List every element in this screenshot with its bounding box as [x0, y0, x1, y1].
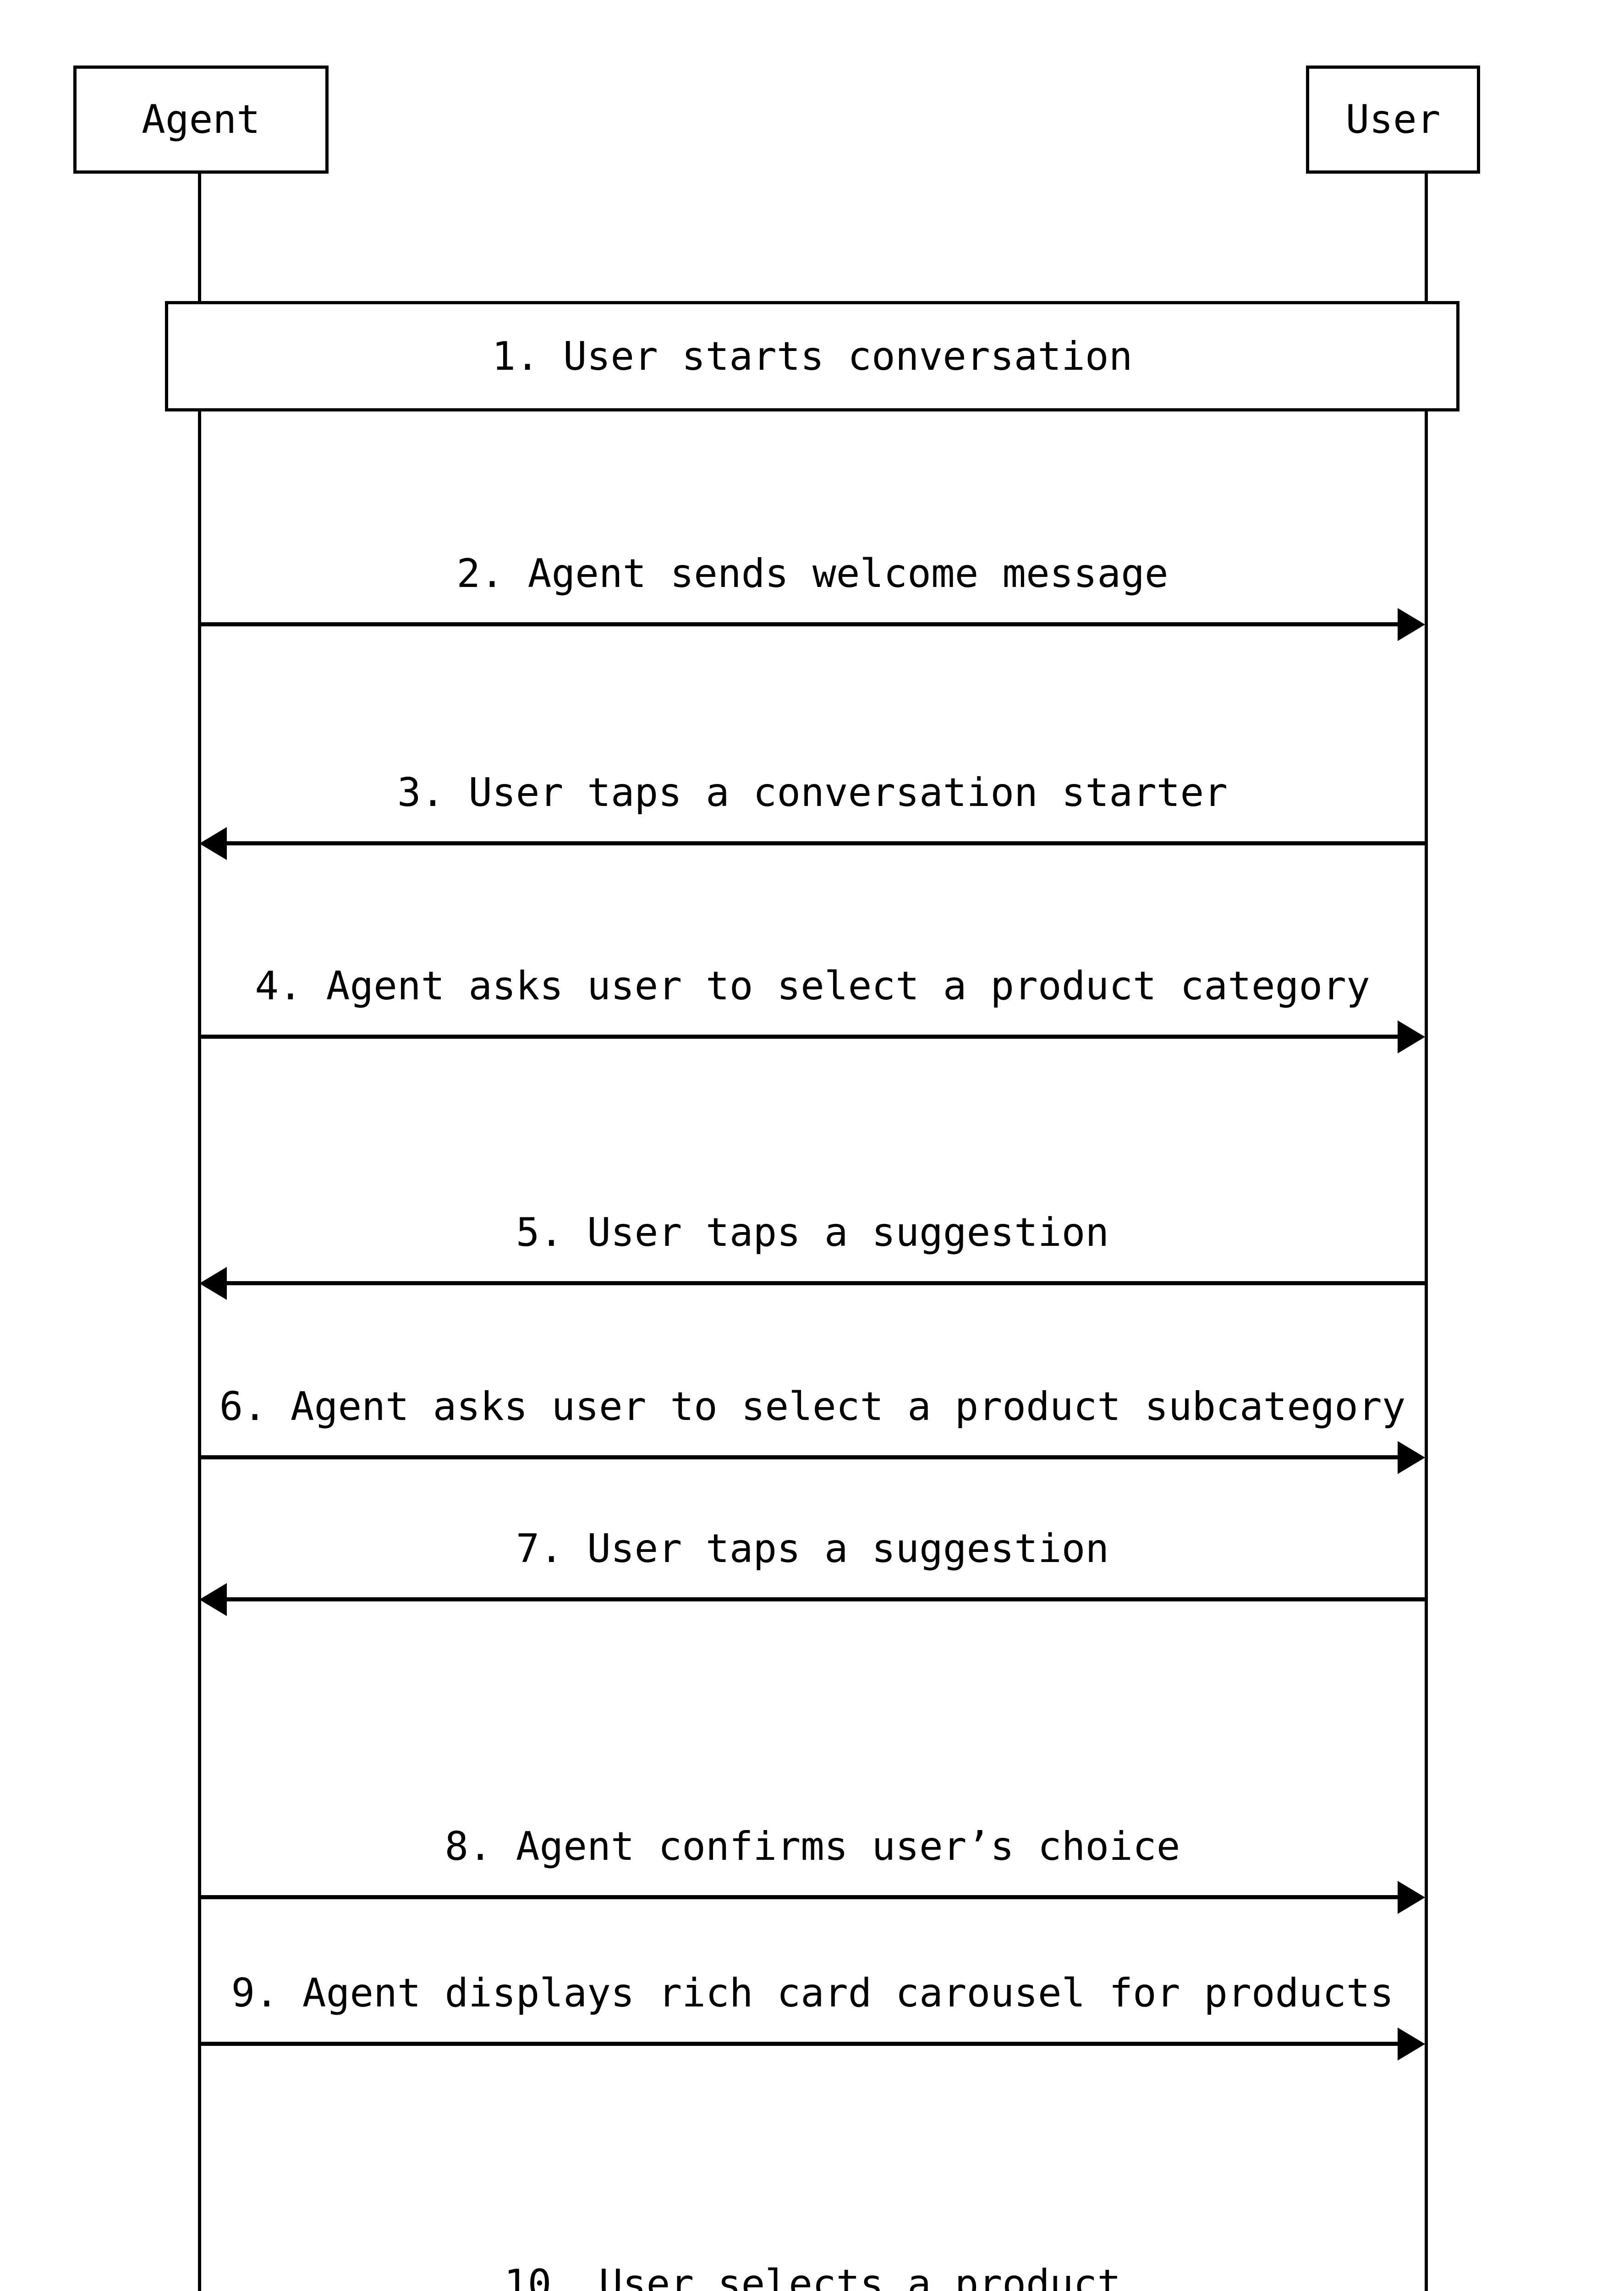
- participant-box-user-top[interactable]: User: [1306, 66, 1480, 174]
- message-8-line: [199, 1895, 1400, 1899]
- message-3-label: 3. User taps a conversation starter: [397, 770, 1228, 816]
- message-6-line: [199, 1455, 1400, 1459]
- message-7-line: [227, 1597, 1427, 1601]
- participant-label-agent-top: Agent: [142, 97, 260, 143]
- message-7-label: 7. User taps a suggestion: [516, 1526, 1109, 1572]
- note-text-step-1: 1. User starts conversation: [492, 333, 1133, 379]
- message-4-arrowhead: [1398, 1020, 1425, 1053]
- message-6-label: 6. Agent asks user to select a product s…: [219, 1384, 1406, 1430]
- message-3-line: [227, 841, 1427, 845]
- message-2-line: [199, 622, 1400, 626]
- message-3-arrowhead: [199, 827, 227, 860]
- message-4-label: 4. Agent asks user to select a product c…: [255, 963, 1370, 1009]
- message-8-label: 8. Agent confirms user’s choice: [444, 1824, 1180, 1869]
- message-7-arrowhead: [199, 1583, 227, 1616]
- message-2-label: 2. Agent sends welcome message: [456, 551, 1169, 597]
- message-5-arrowhead: [199, 1267, 227, 1300]
- message-4-line: [199, 1035, 1400, 1039]
- message-5-label: 5. User taps a suggestion: [516, 1210, 1109, 1255]
- message-9-label: 9. Agent displays rich card carousel for…: [231, 1970, 1394, 2016]
- message-9-arrowhead: [1398, 2028, 1425, 2061]
- lifeline-agent: [198, 173, 201, 2291]
- message-5-line: [227, 1281, 1427, 1285]
- note-box-step-1: 1. User starts conversation: [165, 301, 1459, 411]
- participant-box-agent-top[interactable]: Agent: [73, 66, 329, 174]
- message-6-arrowhead: [1398, 1441, 1425, 1474]
- message-2-arrowhead: [1398, 608, 1425, 641]
- lifeline-user: [1425, 173, 1428, 2291]
- participant-label-user-top: User: [1345, 97, 1441, 143]
- message-9-line: [199, 2042, 1400, 2046]
- message-10-label: 10. User selects a product: [504, 2261, 1121, 2291]
- message-8-arrowhead: [1398, 1881, 1425, 1914]
